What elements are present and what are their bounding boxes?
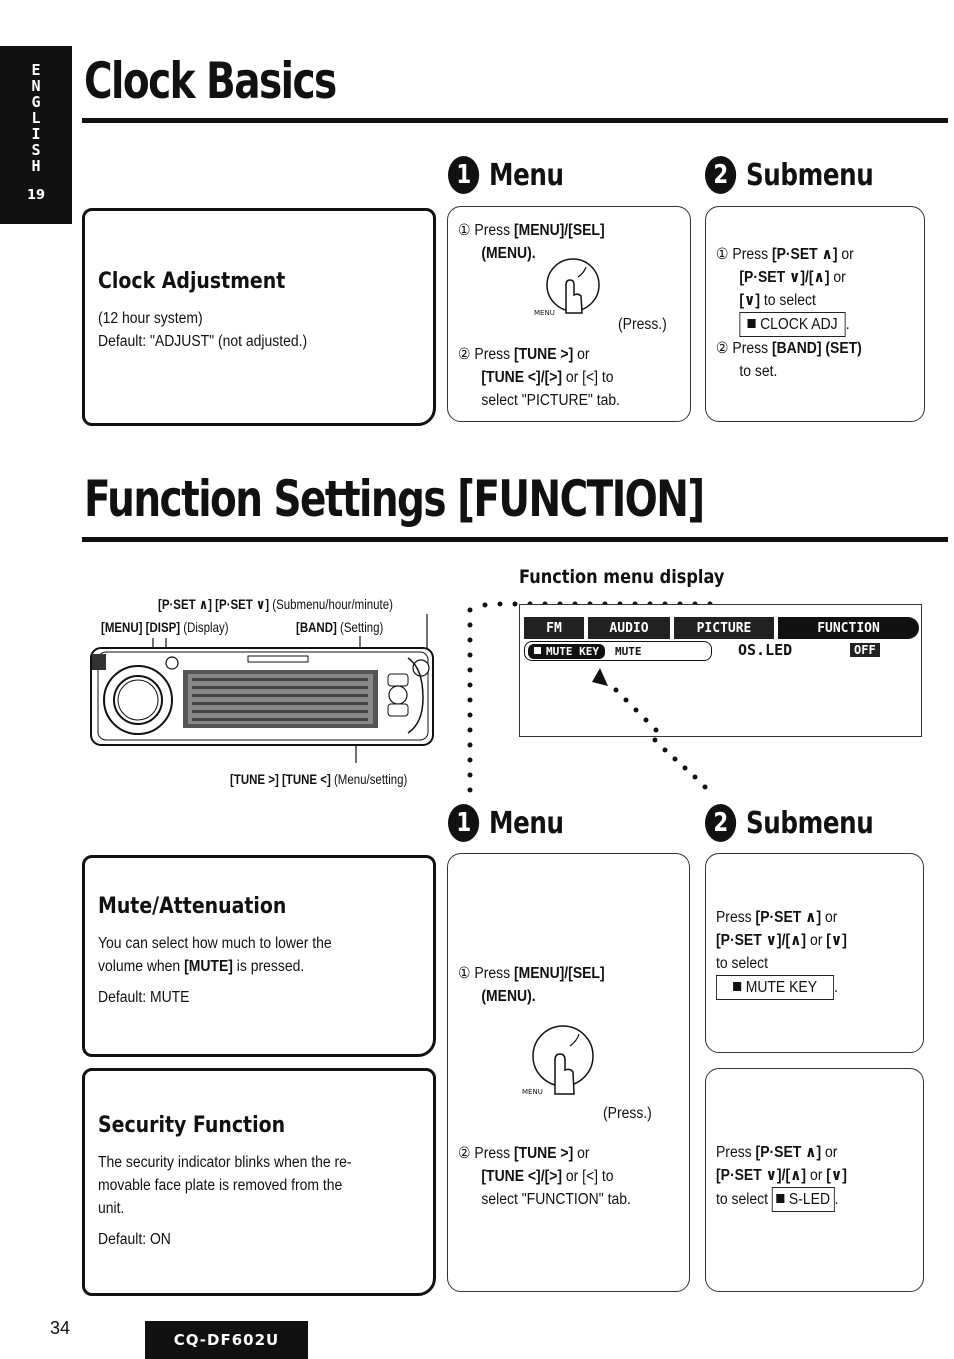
- clock-basics-title: Clock Basics: [84, 52, 337, 110]
- mute-attenuation-title: Mute/Attenuation: [98, 894, 287, 919]
- lcd-tab-row: FM AUDIO PICTURE FUNCTION: [524, 617, 919, 639]
- page-number: 34: [50, 1318, 71, 1338]
- svg-text:MENU: MENU: [522, 1088, 543, 1096]
- label-tune: [TUNE >] [TUNE <] (Menu/setting): [230, 771, 408, 787]
- title-rule: [82, 118, 948, 123]
- svg-text:MENU: MENU: [534, 309, 555, 317]
- mute-attenuation-desc: You can select how much to lower the vol…: [98, 935, 332, 1006]
- function-submenu-heading: 2 Submenu: [705, 804, 874, 842]
- clock-menu-heading: 1 Menu: [448, 156, 564, 194]
- mute-key-option: MUTE KEY: [716, 975, 835, 1000]
- security-function-desc: The security indicator blinks when the r…: [98, 1154, 352, 1248]
- clock-adjustment-desc: (12 hour system) Default: "ADJUST" (not …: [98, 310, 308, 350]
- function-menu-step-2: ② Press [TUNE >] or [TUNE <]/[>] or [<] …: [458, 1145, 631, 1208]
- mute-submenu-box: Press [P·SET ∧] or [P·SET ∨]/[∧] or [∨] …: [705, 853, 924, 1053]
- lcd-pointer-dots: [592, 668, 659, 733]
- label-pset: [P·SET ∧] [P·SET ∨] (Submenu/hour/minute…: [158, 596, 393, 612]
- clock-menu-step-2: ② Press [TUNE >] or [TUNE <]/[>] or [<] …: [458, 346, 620, 409]
- clock-submenu-box: ① Press [P·SET ∧] or [P·SET ∨]/[∧] or [∨…: [705, 206, 925, 422]
- clock-submenu-heading: 2 Submenu: [705, 156, 874, 194]
- function-menu-display-label: Function menu display: [519, 566, 725, 588]
- mute-submenu-step: Press [P·SET ∧] or [P·SET ∨]/[∧] or [∨] …: [716, 906, 847, 1000]
- clock-adj-option: CLOCK ADJ: [739, 312, 846, 337]
- step-two-icon: 2: [705, 804, 737, 842]
- lcd-tab-audio: AUDIO: [588, 617, 670, 639]
- clock-menu-step-1: ① Press [MENU]/[SEL] (MENU).: [458, 222, 605, 262]
- step-two-icon: 2: [705, 156, 737, 194]
- section-page-number: 19: [26, 188, 46, 203]
- clock-submenu-step-1: ① Press [P·SET ∧] or [P·SET ∨]/[∧] or [∨…: [716, 246, 862, 380]
- clock-menu-box: ① Press [MENU]/[SEL] (MENU). MENU (Press…: [447, 206, 691, 422]
- press-label: (Press.): [618, 316, 667, 333]
- press-label: (Press.): [603, 1105, 652, 1122]
- language-letters: E N G L I S H: [31, 61, 41, 175]
- lcd-tab-fm: FM: [524, 617, 584, 639]
- label-menu-disp: [MENU] [DISP] (Display): [101, 619, 229, 635]
- label-band: [BAND] (Setting): [296, 619, 384, 635]
- lcd-item-row: MUTE KEY MUTE: [524, 641, 712, 661]
- language-tab: E N G L I S H 19: [0, 46, 72, 224]
- security-function-box: Security Function The security indicator…: [82, 1068, 436, 1296]
- mute-attenuation-box: Mute/Attenuation You can select how much…: [82, 855, 436, 1057]
- lcd-item-value: MUTE: [614, 644, 642, 658]
- press-knob-icon: MENU: [522, 1025, 594, 1096]
- press-knob-icon: MENU: [534, 258, 600, 317]
- function-menu-heading: 1 Menu: [448, 804, 564, 842]
- lcd-tab-picture: PICTURE: [674, 617, 774, 639]
- lcd-sled-label: OS.LED: [738, 641, 793, 659]
- lcd-item-mute-key: MUTE KEY: [528, 643, 605, 659]
- security-submenu-step: Press [P·SET ∧] or [P·SET ∨]/[∧] or [∨] …: [716, 1141, 847, 1212]
- lcd-off-label: OFF: [850, 643, 880, 657]
- lcd-tab-function: FUNCTION: [778, 617, 919, 639]
- security-submenu-box: Press [P·SET ∧] or [P·SET ∨]/[∧] or [∨] …: [705, 1068, 924, 1292]
- lcd-display: FM AUDIO PICTURE FUNCTION MUTE KEY MUTE …: [519, 604, 922, 737]
- model-number-tab: CQ-DF602U: [145, 1321, 308, 1359]
- function-menu-box: ① Press [MENU]/[SEL] (MENU). MENU (Press…: [447, 853, 690, 1292]
- clock-adjustment-title: Clock Adjustment: [98, 269, 286, 294]
- security-function-title: Security Function: [98, 1113, 286, 1138]
- function-menu-step-1: ① Press [MENU]/[SEL] (MENU).: [458, 965, 605, 1005]
- head-unit-illustration: [90, 614, 434, 763]
- title-rule-2: [82, 537, 948, 542]
- function-settings-title: Function Settings [FUNCTION]: [84, 470, 705, 528]
- s-led-option: S-LED: [771, 1187, 835, 1212]
- lcd-pointer-dots-lower: [652, 737, 708, 790]
- step-one-icon: 1: [448, 156, 480, 194]
- step-one-icon: 1: [448, 804, 480, 842]
- clock-adjustment-box: Clock Adjustment (12 hour system) Defaul…: [82, 208, 436, 426]
